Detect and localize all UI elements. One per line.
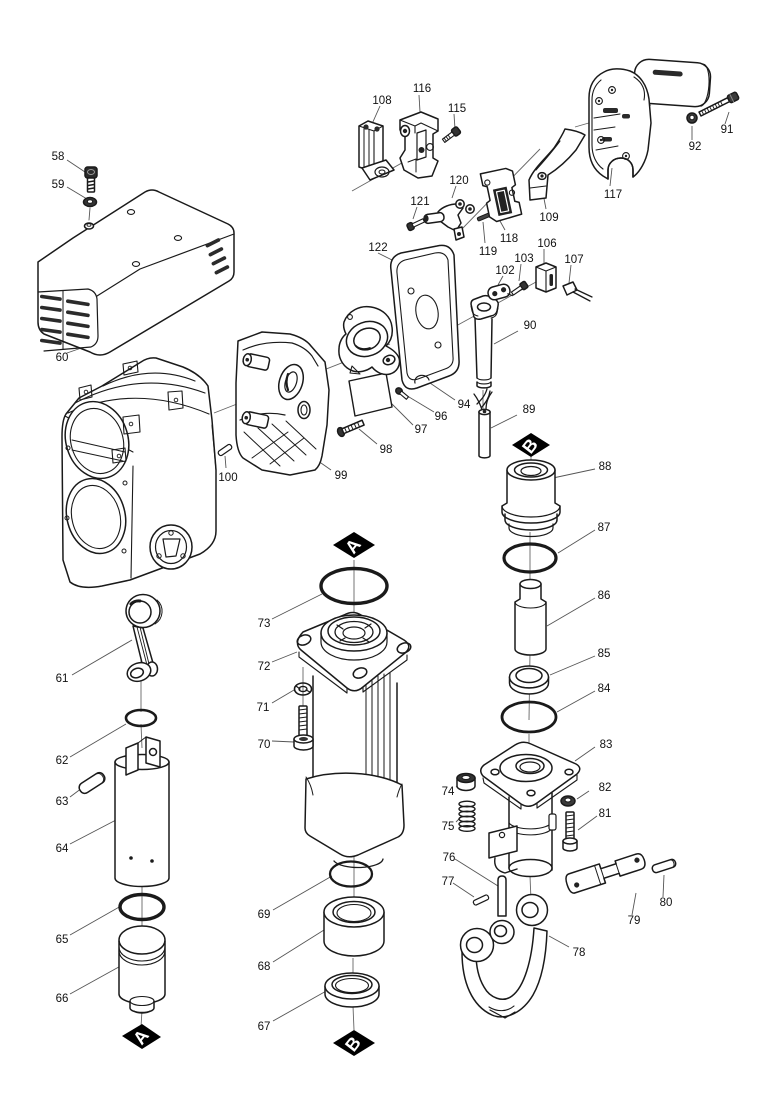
svg-text:107: 107: [564, 254, 583, 266]
svg-text:89: 89: [523, 404, 536, 416]
svg-text:121: 121: [410, 196, 429, 208]
svg-text:82: 82: [599, 782, 612, 794]
svg-text:106: 106: [537, 238, 556, 250]
svg-text:90: 90: [524, 320, 537, 332]
svg-text:76: 76: [443, 852, 456, 864]
svg-text:87: 87: [598, 522, 611, 534]
svg-text:97: 97: [415, 424, 428, 436]
svg-text:70: 70: [258, 739, 271, 751]
svg-text:59: 59: [52, 179, 65, 191]
svg-text:71: 71: [257, 702, 270, 714]
svg-text:72: 72: [258, 661, 271, 673]
svg-text:66: 66: [56, 993, 69, 1005]
svg-text:68: 68: [258, 961, 271, 973]
svg-text:92: 92: [689, 141, 702, 153]
svg-text:118: 118: [500, 233, 518, 245]
svg-text:100: 100: [218, 472, 237, 484]
svg-text:119: 119: [479, 246, 497, 258]
svg-text:80: 80: [660, 897, 673, 909]
svg-text:75: 75: [442, 821, 455, 833]
svg-text:103: 103: [514, 253, 533, 265]
svg-text:98: 98: [380, 444, 393, 456]
svg-text:63: 63: [56, 796, 69, 808]
svg-text:120: 120: [449, 175, 468, 187]
svg-text:69: 69: [258, 909, 271, 921]
svg-text:85: 85: [598, 648, 611, 660]
svg-text:86: 86: [598, 590, 611, 602]
svg-text:77: 77: [442, 876, 455, 888]
svg-text:96: 96: [435, 411, 448, 423]
svg-text:78: 78: [573, 947, 586, 959]
svg-text:81: 81: [599, 808, 612, 820]
svg-text:84: 84: [598, 683, 611, 695]
svg-text:64: 64: [56, 843, 69, 855]
svg-text:116: 116: [413, 83, 431, 95]
svg-text:83: 83: [600, 739, 613, 751]
svg-text:62: 62: [56, 755, 69, 767]
svg-text:115: 115: [448, 103, 466, 115]
svg-text:117: 117: [604, 189, 622, 201]
svg-text:58: 58: [52, 151, 65, 163]
svg-text:74: 74: [442, 786, 455, 798]
svg-text:109: 109: [539, 212, 558, 224]
svg-text:65: 65: [56, 934, 69, 946]
svg-text:102: 102: [495, 265, 514, 277]
svg-text:122: 122: [368, 242, 387, 254]
svg-text:91: 91: [721, 124, 734, 136]
svg-text:79: 79: [628, 915, 641, 927]
svg-text:88: 88: [599, 461, 612, 473]
svg-text:67: 67: [258, 1021, 271, 1033]
svg-text:108: 108: [372, 95, 391, 107]
svg-text:94: 94: [458, 399, 471, 411]
svg-text:99: 99: [335, 470, 348, 482]
svg-text:60: 60: [56, 352, 69, 364]
svg-text:73: 73: [258, 618, 271, 630]
svg-text:61: 61: [56, 673, 69, 685]
